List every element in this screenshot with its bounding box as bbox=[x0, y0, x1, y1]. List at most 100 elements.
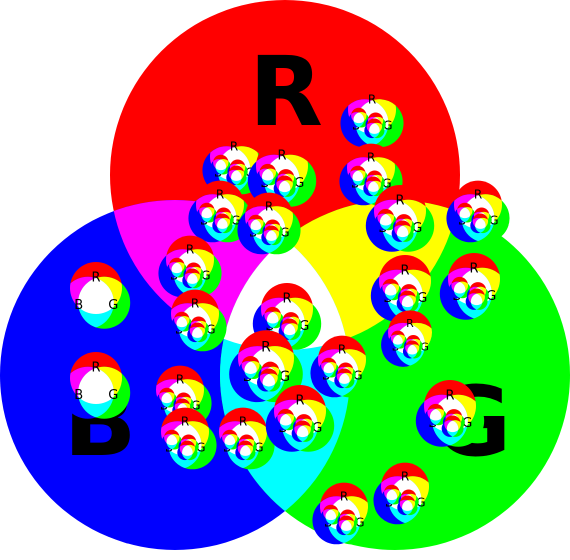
mini-diagram-20: RBG bbox=[415, 379, 485, 447]
mini-label-g: G bbox=[196, 440, 205, 454]
mini-white bbox=[278, 180, 291, 193]
mini-white bbox=[353, 112, 365, 124]
mini-white bbox=[368, 180, 379, 192]
mini-white bbox=[262, 168, 274, 181]
sub-mini-diagram bbox=[379, 278, 402, 301]
mini-diagram-13: RBG bbox=[163, 289, 227, 352]
sub-mini-diagram bbox=[278, 318, 301, 340]
mini-white bbox=[470, 293, 483, 306]
mini-label-r: R bbox=[338, 343, 346, 357]
mini-diagram-8: RBG bbox=[446, 180, 510, 243]
mini-white bbox=[262, 373, 275, 387]
mini-white bbox=[244, 361, 257, 374]
mini-white bbox=[402, 499, 413, 511]
mini-label-g: G bbox=[201, 268, 210, 282]
mini-white bbox=[323, 362, 335, 374]
sub-mini-diagram bbox=[336, 515, 357, 536]
mini-white bbox=[296, 425, 309, 438]
sub-mini-diagram bbox=[274, 408, 297, 431]
mini-label-g: G bbox=[280, 225, 289, 239]
mini-white bbox=[339, 372, 350, 384]
mini-white bbox=[217, 217, 228, 229]
sub-mini-diagram bbox=[465, 288, 488, 310]
mini-white bbox=[385, 283, 397, 296]
mini-white bbox=[283, 323, 296, 336]
sub-mini-diagram bbox=[187, 322, 208, 343]
mini-label-g: G bbox=[355, 515, 364, 529]
sub-mini-diagram bbox=[391, 220, 414, 242]
mini-label-r: R bbox=[445, 388, 454, 403]
mini-label-r: R bbox=[406, 317, 414, 330]
mini-label-g: G bbox=[417, 291, 427, 306]
sub-mini-diagram bbox=[454, 202, 475, 223]
mini-white bbox=[187, 272, 198, 284]
mini-label-r: R bbox=[469, 261, 478, 276]
sub-mini-diagram bbox=[273, 175, 296, 197]
mini-label-g: G bbox=[294, 176, 304, 191]
mini-white bbox=[475, 217, 486, 229]
mini-white bbox=[78, 276, 114, 314]
sub-mini-diagram bbox=[470, 213, 491, 234]
sub-mini-diagram bbox=[347, 165, 368, 186]
mini-label-b: B bbox=[74, 298, 83, 313]
mini-label-r: R bbox=[265, 200, 273, 214]
mini-label-g: G bbox=[383, 118, 392, 132]
mini-white bbox=[393, 334, 403, 345]
mini-white bbox=[430, 408, 442, 421]
sub-mini-diagram bbox=[334, 368, 355, 389]
mini-label-r: R bbox=[176, 373, 184, 387]
sub-mini-diagram bbox=[374, 208, 397, 231]
sub-mini-diagram bbox=[291, 420, 314, 442]
big-letter-r: R bbox=[249, 36, 323, 148]
mini-label-r: R bbox=[181, 415, 189, 429]
mini-white bbox=[266, 229, 277, 241]
sub-mini-diagram bbox=[235, 440, 256, 461]
mini-white bbox=[396, 225, 409, 238]
sub-mini-diagram bbox=[318, 357, 339, 378]
mini-diagram-17: RBG bbox=[229, 330, 303, 403]
mini-label-r: R bbox=[277, 148, 286, 163]
mini-diagram-23: RBG bbox=[153, 407, 217, 470]
mini-white bbox=[386, 489, 398, 501]
sub-mini-diagram bbox=[363, 176, 384, 197]
mini-label-r: R bbox=[474, 188, 482, 202]
sub-mini-diagram bbox=[156, 387, 177, 408]
sub-mini-diagram bbox=[397, 495, 418, 516]
mini-diagram-1: RBG bbox=[340, 85, 404, 148]
mini-white bbox=[401, 295, 414, 308]
mini-label-g: G bbox=[382, 176, 391, 190]
sub-mini-diagram bbox=[402, 340, 422, 359]
mini-label-g: G bbox=[279, 369, 290, 385]
sub-mini-diagram bbox=[320, 504, 341, 525]
mini-label-r: R bbox=[186, 243, 194, 257]
mini-white bbox=[231, 169, 242, 181]
mini-white bbox=[454, 281, 466, 294]
mini-diagram-11: RBG bbox=[158, 235, 222, 298]
sub-mini-diagram bbox=[348, 107, 369, 128]
sub-mini-diagram bbox=[364, 118, 385, 139]
sub-mini-diagram bbox=[171, 311, 192, 332]
mini-white bbox=[166, 434, 178, 446]
mini-label-g: G bbox=[353, 368, 362, 382]
mini-label-r: R bbox=[261, 339, 271, 355]
mini-white bbox=[325, 509, 337, 521]
mini-label-g: G bbox=[206, 322, 215, 336]
mini-white bbox=[446, 420, 459, 433]
mini-label-r: R bbox=[395, 193, 404, 208]
sub-mini-diagram bbox=[166, 257, 187, 278]
mini-label-r: R bbox=[401, 470, 409, 484]
mini-white bbox=[407, 344, 418, 355]
mini-label-r: R bbox=[230, 140, 238, 154]
sub-mini-diagram bbox=[161, 429, 182, 450]
mini-diagram-10: RBG bbox=[439, 252, 509, 320]
sub-mini-diagram bbox=[210, 154, 231, 175]
mini-white bbox=[341, 519, 352, 531]
mini-diagram-6: RBG bbox=[237, 192, 301, 255]
mini-white bbox=[171, 262, 183, 274]
mini-white bbox=[380, 213, 392, 226]
mini-label-g: G bbox=[420, 340, 429, 353]
mini-white bbox=[201, 207, 213, 219]
sub-mini-diagram bbox=[261, 225, 282, 246]
